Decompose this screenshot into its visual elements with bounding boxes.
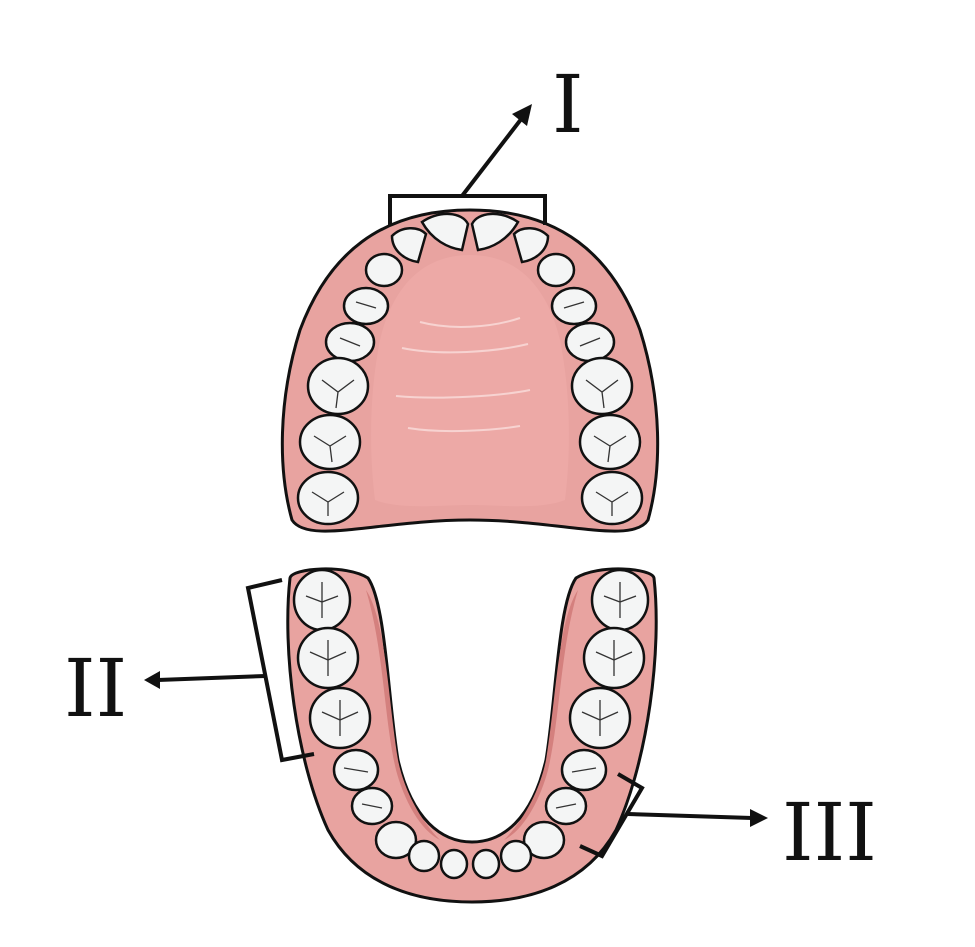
tooth-upper-molar-left-1 (306, 356, 370, 416)
upper-dental-arch (280, 208, 660, 533)
palate (371, 255, 569, 507)
arrow-lower-premolars (627, 812, 753, 820)
arrowhead-lower-molars (144, 671, 160, 689)
annotation-upper-incisors (388, 116, 547, 225)
tooth-upper-incisor-left-lateral (390, 227, 428, 264)
bracket-lower-molars (245, 578, 315, 763)
tooth-lower-canine-left (374, 820, 418, 860)
tooth-lower-incisor-left-lateral (407, 839, 441, 873)
arrowhead-upper-incisors (512, 104, 532, 126)
upper-cusp-details (311, 301, 629, 516)
tooth-upper-molar-right-2 (578, 413, 642, 471)
tooth-upper-canine-right (536, 252, 576, 288)
tooth-lower-incisor-left-central (439, 848, 469, 880)
annotation-lower-molars (157, 578, 315, 763)
tooth-upper-molar-right-3 (580, 470, 644, 526)
tooth-upper-incisor-right-lateral (512, 227, 550, 264)
tooth-lower-incisor-right-central (471, 848, 501, 880)
bracket-lower-premolars (579, 772, 645, 859)
tooth-upper-incisor-right-central (470, 212, 520, 252)
tooth-upper-molar-right-1 (570, 356, 634, 416)
tooth-upper-molar-left-2 (298, 413, 362, 471)
annotation-lower-premolars (579, 772, 753, 859)
bracket-upper-incisors (388, 194, 547, 225)
label-lower-molars: II (64, 642, 127, 735)
lower-dental-arch (286, 567, 658, 904)
tooth-upper-canine-left (364, 252, 404, 288)
arrow-upper-incisors (460, 116, 524, 198)
tooth-upper-molar-left-3 (296, 470, 360, 526)
palatal-rugae (395, 317, 531, 433)
tooth-upper-premolar-right-1 (550, 286, 598, 326)
tooth-upper-incisor-left-central (420, 212, 470, 252)
lower-cusp-details (305, 582, 637, 809)
tooth-upper-premolar-left-1 (342, 286, 390, 326)
lower-gum-shadow (366, 590, 440, 840)
arrow-lower-molars (157, 674, 266, 682)
tooth-lower-canine-right (522, 820, 566, 860)
label-upper-incisors: I (552, 58, 584, 151)
tooth-lower-incisor-right-lateral (499, 839, 533, 873)
arrowhead-lower-premolars (750, 809, 768, 827)
label-lower-premolars: III (782, 786, 877, 879)
